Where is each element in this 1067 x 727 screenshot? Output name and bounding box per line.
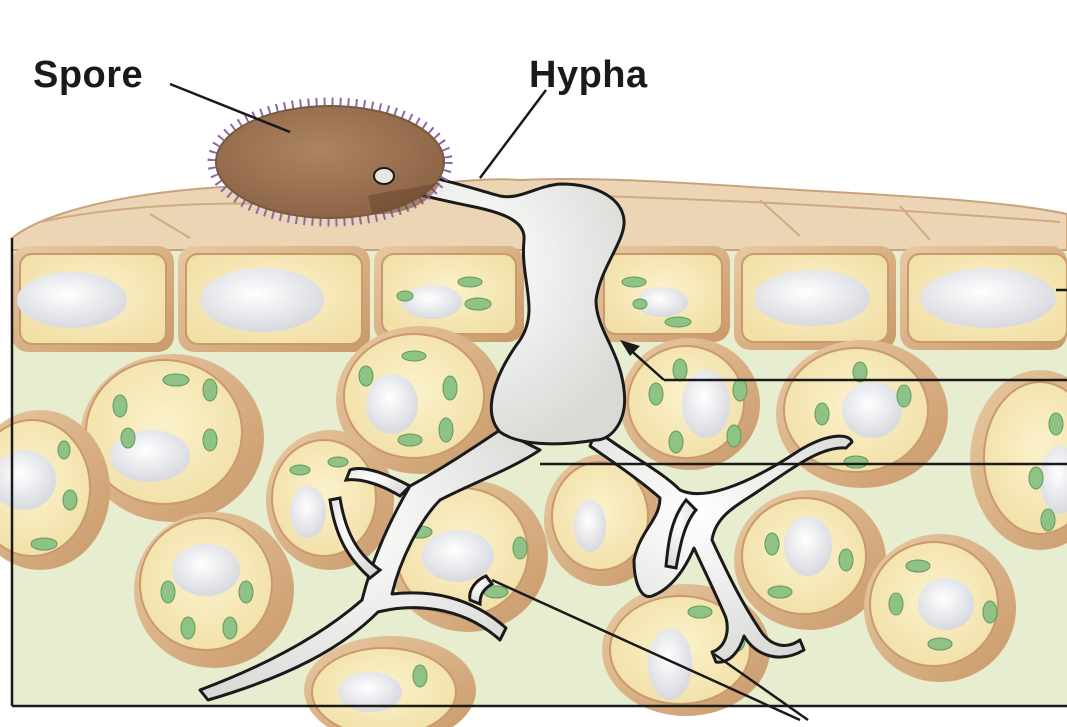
chloroplast [465, 298, 491, 310]
spore-leader [170, 84, 290, 132]
chloroplast [397, 291, 413, 301]
chloroplast [622, 277, 646, 287]
chloroplast [458, 277, 482, 287]
hypha-leader [480, 90, 546, 178]
spore-germ-pore [374, 168, 394, 184]
chloroplast [633, 299, 647, 309]
spore-label: Spore [33, 54, 143, 97]
mesophyll-cell [134, 512, 294, 668]
vacuole [200, 268, 324, 332]
vacuole [402, 285, 462, 319]
mesophyll-cell [864, 534, 1016, 682]
vacuole [920, 268, 1056, 328]
vacuole [17, 272, 127, 328]
mesophyll-cell [734, 490, 886, 630]
hypha-label: Hypha [529, 54, 648, 97]
vacuole [754, 270, 870, 326]
chloroplast [665, 317, 691, 327]
mesophyll-cell [776, 340, 948, 488]
